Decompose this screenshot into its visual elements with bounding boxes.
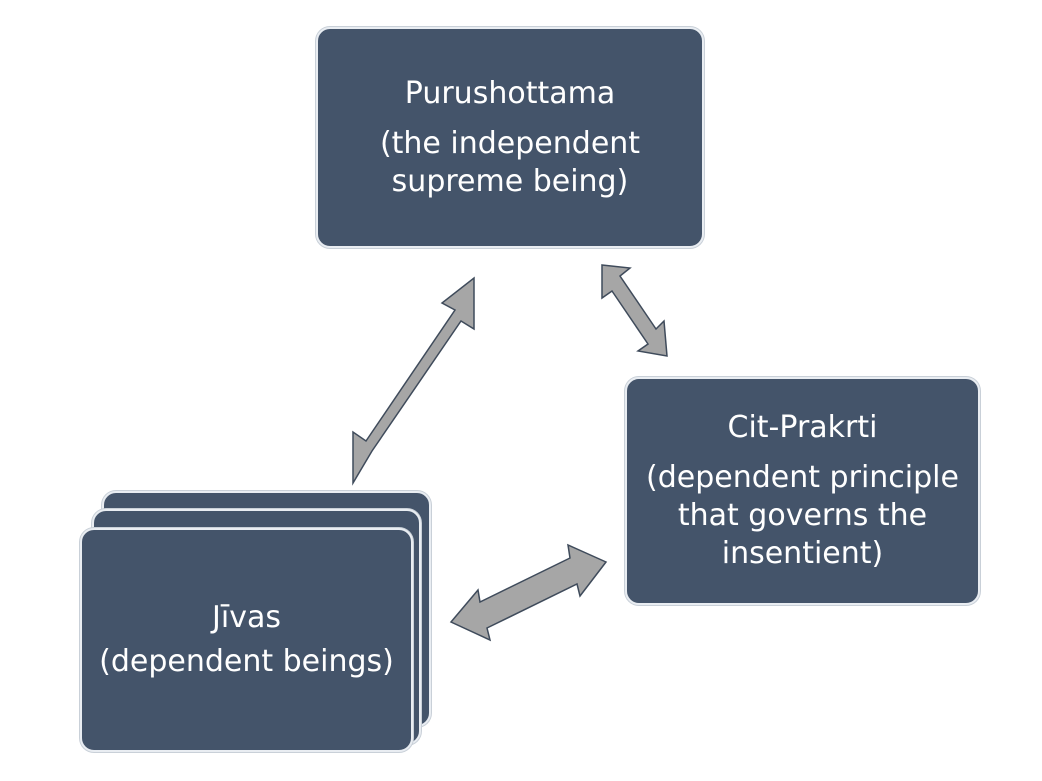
node-subtitle: (dependent beings) [99, 644, 394, 679]
node-cit-prakrti: Cit-Prakrti (dependent principle that go… [625, 377, 980, 605]
node-title: Cit-Prakrti [727, 410, 878, 445]
node-title: Jīvas [212, 600, 281, 635]
node-title: Purushottama [404, 75, 616, 111]
node-jivas: Jīvas (dependent beings) [80, 528, 413, 752]
node-subtitle: (dependent principle that governs the in… [646, 460, 959, 571]
arrow-purushottama-citprakrti [601, 264, 668, 357]
node-subtitle: (the independent supreme being) [379, 125, 641, 199]
arrow-jivas-purushottama [352, 276, 475, 486]
node-purushottama: Purushottama (the independent supreme be… [316, 27, 704, 248]
arrow-jivas-citprakrti [449, 543, 608, 642]
